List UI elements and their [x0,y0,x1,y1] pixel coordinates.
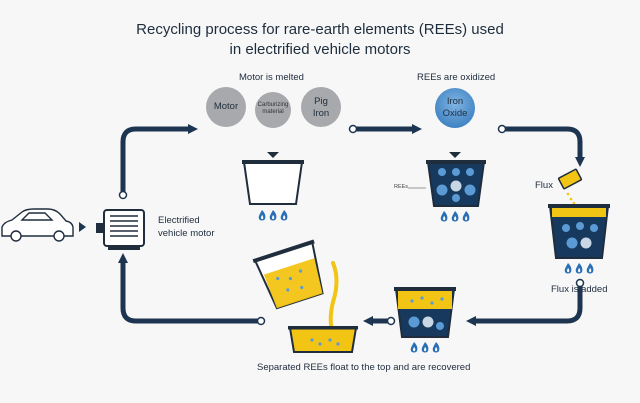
oxidize-crucible [426,160,486,207]
flux-packet-icon [557,168,583,190]
flow-arrow-flux-to-settle [466,278,585,326]
iron-oxide-circle [435,88,475,128]
flux-reagent-label: Flux [535,180,553,191]
input-pig-iron-circle [301,87,341,127]
flux-crucible [548,204,610,259]
flow-arrow-oxidize-to-flux [497,124,585,167]
oxidize-step-label: REEs are oxidized [417,72,496,83]
flow-arrow-settle-to-recover [363,316,396,326]
melt-step-label: Motor is melted [239,72,304,83]
recovery-tray [288,326,358,353]
diagram-title-line-2: in electrified vehicle motors [229,41,411,58]
flow-arrow-melt-to-oxidize [348,124,422,134]
flux-step-label: Flux is added [551,284,608,295]
motor-label: Electrified vehicle motor [158,215,215,239]
input-motor-circle [206,87,246,127]
car-icon [1,208,74,242]
diagram-title-line-1: Recycling process for rare-earth element… [136,21,504,38]
cup-icon [252,239,324,310]
car-arrow [79,222,86,232]
rees-callout-label: REEs [394,184,409,190]
input-carburizing-label: Carburizing material [257,102,289,115]
iron-oxide-label: Iron Oxide [442,96,468,119]
input-pig-iron-label: Pig Iron [312,96,330,119]
input-carburizing-circle [255,92,291,128]
flame-icon [258,210,266,221]
motor-icon [96,209,145,250]
settle-crucible [394,287,456,338]
pour-stream [328,261,339,332]
flow-arrow-motor-to-melt [120,126,191,196]
input-motor-label: Motor [213,101,239,112]
melt-crucible [242,160,304,205]
flow-arrow-recover-to-motor [118,253,266,326]
recovery-step-label: Separated REEs float to the top and are … [257,362,471,373]
